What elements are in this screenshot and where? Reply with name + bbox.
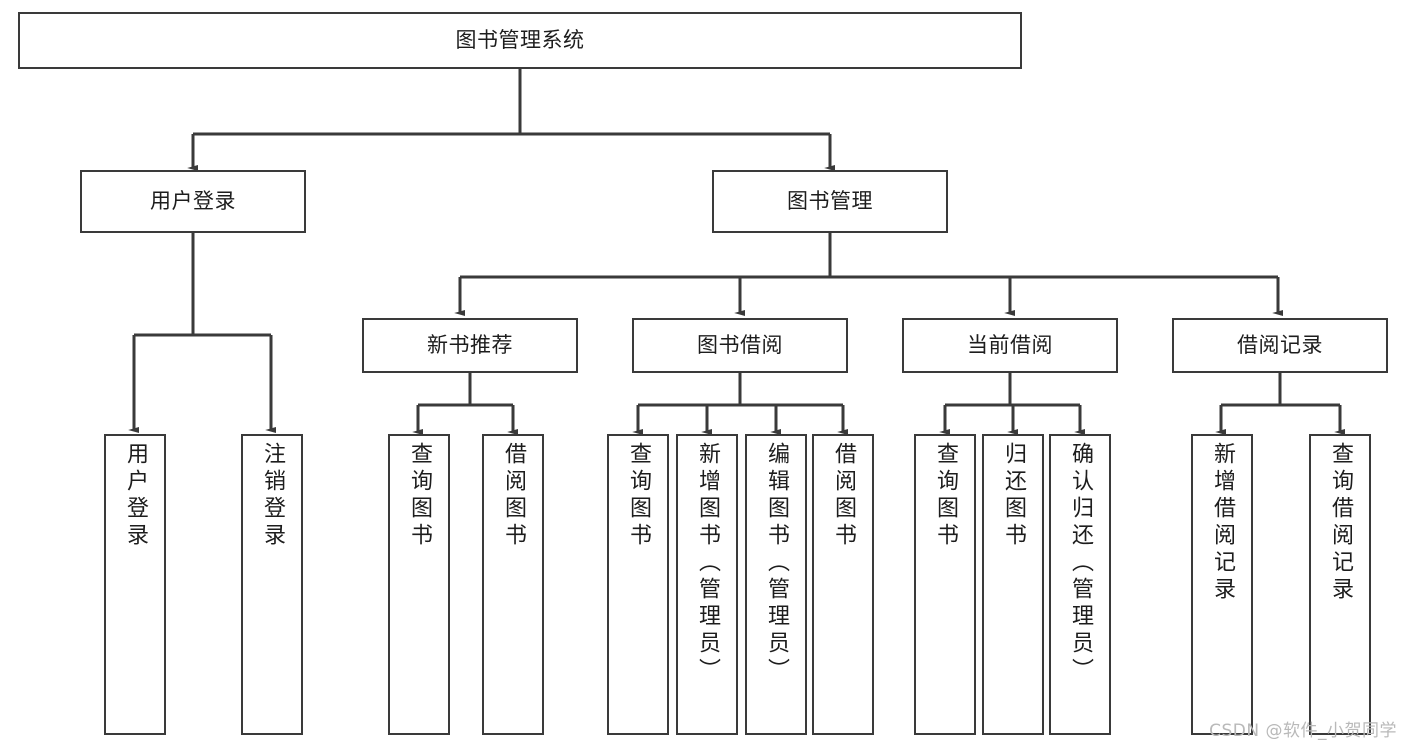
node-label: 查询图书 (407, 442, 432, 550)
node-label: 新书推荐 (427, 333, 513, 358)
node-leaf-query-books-1[interactable]: 查询图书 (388, 434, 450, 735)
node-leaf-query-record[interactable]: 查询借阅记录 (1309, 434, 1371, 735)
node-current-borrow[interactable]: 当前借阅 (902, 318, 1118, 373)
node-leaf-borrow-books-2[interactable]: 借阅图书 (812, 434, 874, 735)
node-label: 用户登录 (123, 442, 148, 550)
node-borrow-record[interactable]: 借阅记录 (1172, 318, 1388, 373)
node-label: 归还图书 (1001, 442, 1026, 550)
node-label: 借阅图书 (501, 442, 526, 550)
node-book-borrow[interactable]: 图书借阅 (632, 318, 848, 373)
node-leaf-borrow-books-1[interactable]: 借阅图书 (482, 434, 544, 735)
node-leaf-query-books-2[interactable]: 查询图书 (607, 434, 669, 735)
node-label: 借阅记录 (1237, 333, 1323, 358)
node-leaf-return-book[interactable]: 归还图书 (982, 434, 1044, 735)
node-label: 编辑图书（管理员） (764, 442, 789, 685)
node-label: 注销登录 (260, 442, 285, 550)
node-new-book-recommend[interactable]: 新书推荐 (362, 318, 578, 373)
node-label: 新增借阅记录 (1210, 442, 1235, 604)
node-user-login[interactable]: 用户登录 (80, 170, 306, 233)
node-label: 查询借阅记录 (1328, 442, 1353, 604)
node-leaf-edit-book[interactable]: 编辑图书（管理员） (745, 434, 807, 735)
node-label: 借阅图书 (831, 442, 856, 550)
node-leaf-user-login[interactable]: 用户登录 (104, 434, 166, 735)
node-label: 当前借阅 (967, 333, 1053, 358)
node-label: 用户登录 (150, 189, 236, 214)
node-label: 确认归还（管理员） (1068, 442, 1093, 685)
node-leaf-add-record[interactable]: 新增借阅记录 (1191, 434, 1253, 735)
node-leaf-logout[interactable]: 注销登录 (241, 434, 303, 735)
node-label: 图书借阅 (697, 333, 783, 358)
node-label: 查询图书 (626, 442, 651, 550)
node-book-management[interactable]: 图书管理 (712, 170, 948, 233)
node-book-management-system[interactable]: 图书管理系统 (18, 12, 1022, 69)
node-leaf-add-book[interactable]: 新增图书（管理员） (676, 434, 738, 735)
node-label: 图书管理系统 (455, 28, 585, 53)
node-leaf-confirm-return[interactable]: 确认归还（管理员） (1049, 434, 1111, 735)
node-label: 新增图书（管理员） (695, 442, 720, 685)
node-leaf-query-books-3[interactable]: 查询图书 (914, 434, 976, 735)
node-label: 图书管理 (787, 189, 873, 214)
node-label: 查询图书 (933, 442, 958, 550)
